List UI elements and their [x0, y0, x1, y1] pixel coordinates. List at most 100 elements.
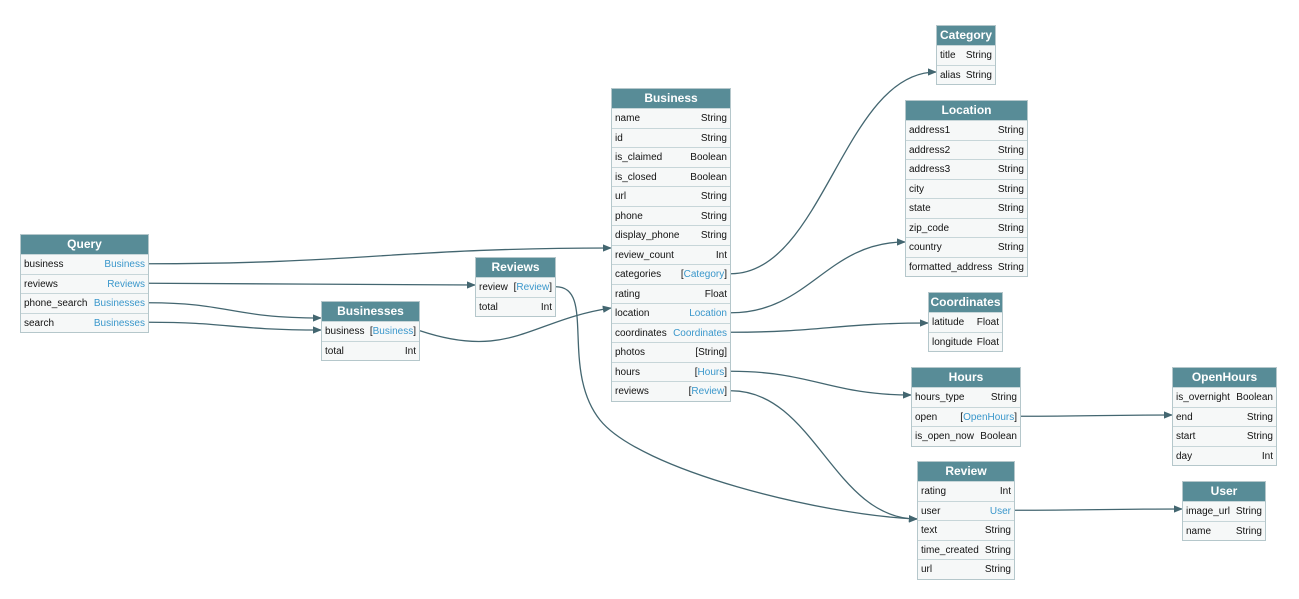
field-type-name[interactable]: Review: [691, 386, 725, 397]
field-name: country: [909, 242, 942, 253]
edge-query-to-business: [148, 244, 612, 265]
field-type-name[interactable]: Review: [516, 282, 550, 293]
field-name: is_overnight: [1176, 392, 1230, 403]
field-name: text: [921, 525, 938, 536]
field-name: name: [615, 113, 641, 124]
type-title: User: [1183, 482, 1265, 501]
edge-business-to-hours: [730, 370, 912, 399]
field-type-name[interactable]: Business: [372, 326, 414, 337]
field-name: formatted_address: [909, 261, 993, 273]
field-type-name[interactable]: OpenHours: [963, 411, 1015, 423]
field-type: Boolean: [1236, 392, 1273, 403]
field-type: String: [1246, 411, 1273, 423]
field-type[interactable]: [OpenHours]: [960, 411, 1017, 423]
edge-query-to-reviews: [148, 281, 476, 289]
field-row[interactable]: photos[String]: [612, 342, 730, 362]
field-row[interactable]: total Int: [322, 340, 419, 361]
field-name: reviews: [615, 386, 649, 397]
field-type[interactable]: [Review]: [688, 386, 727, 397]
field-type[interactable]: [Category]: [680, 269, 727, 280]
field-type: Int: [404, 345, 416, 357]
field-name: latitude: [932, 317, 965, 328]
field-row[interactable]: business[Business]: [322, 321, 419, 341]
field-type[interactable]: Reviews: [107, 278, 145, 290]
field-type: String: [965, 69, 992, 81]
field-name: total: [325, 345, 344, 357]
field-row[interactable]: categories [Category]: [612, 264, 730, 284]
field-type[interactable]: Coordinates: [673, 327, 727, 339]
field-type[interactable]: Business: [104, 259, 145, 270]
field-row[interactable]: review[Review]: [476, 277, 555, 297]
field-type[interactable]: [Hours]: [694, 366, 727, 378]
field-type[interactable]: Businesses: [93, 317, 145, 329]
field-type: Int: [540, 301, 552, 313]
field-type-name[interactable]: Category: [683, 269, 725, 280]
field-type[interactable]: [Business]: [369, 326, 416, 337]
field-row[interactable]: hours[Hours]: [612, 361, 730, 382]
field-type[interactable]: Location: [689, 308, 727, 319]
field-name: title: [940, 50, 956, 61]
field-name: categories: [615, 269, 662, 280]
field-row[interactable]: name String: [612, 108, 730, 128]
field-row[interactable]: reviews [Review]: [612, 381, 730, 401]
field-type: String: [700, 113, 727, 124]
field-type-name[interactable]: Hours: [697, 366, 725, 378]
field-type: String: [997, 203, 1024, 214]
field-row[interactable]: is_overnight Boolean: [1173, 387, 1276, 407]
field-type[interactable]: User: [989, 505, 1011, 517]
field-type[interactable]: [Review]: [513, 282, 552, 293]
field-type[interactable]: Businesses: [93, 298, 145, 309]
field-row[interactable]: open[OpenHours]: [912, 406, 1020, 427]
